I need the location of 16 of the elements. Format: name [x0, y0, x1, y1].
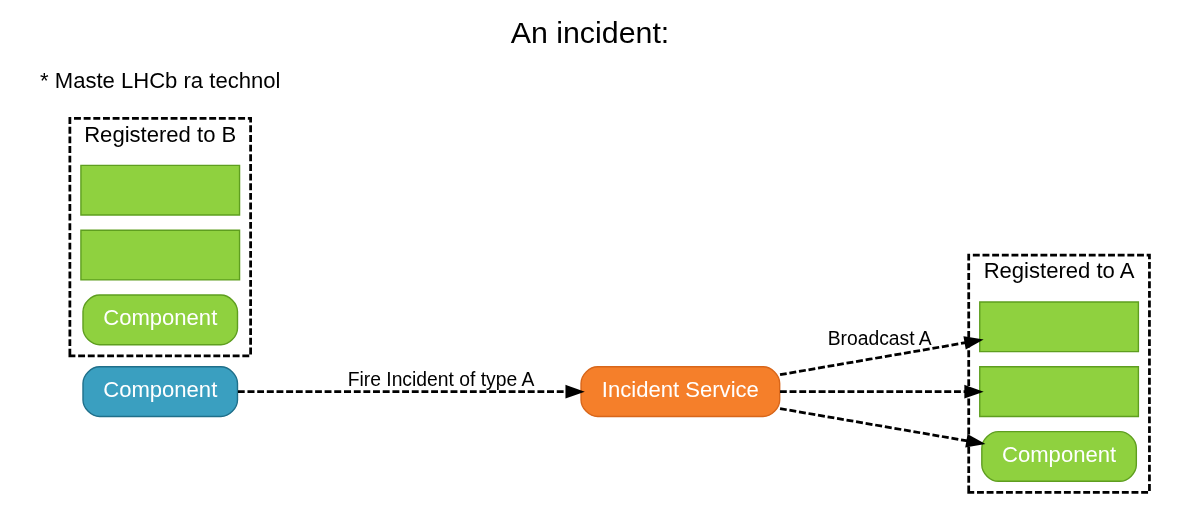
edge-label: Broadcast A [827, 328, 932, 349]
arrow [779, 407, 985, 448]
diagram-title: An incident: [510, 16, 669, 50]
arrow [779, 336, 984, 377]
node-box: Incident Service [579, 366, 780, 418]
node-box [978, 301, 1139, 353]
node-box: Component [980, 430, 1137, 482]
arrow [237, 384, 585, 399]
arrow [779, 384, 984, 399]
label: * Maste LHCb ra technol [39, 67, 280, 93]
edge-label: Fire Incident of type A [347, 369, 534, 391]
node-box [978, 366, 1139, 418]
node-box: Component [81, 294, 238, 346]
node-box [79, 164, 240, 216]
node-box: Component [81, 366, 238, 418]
node-box [79, 229, 240, 281]
